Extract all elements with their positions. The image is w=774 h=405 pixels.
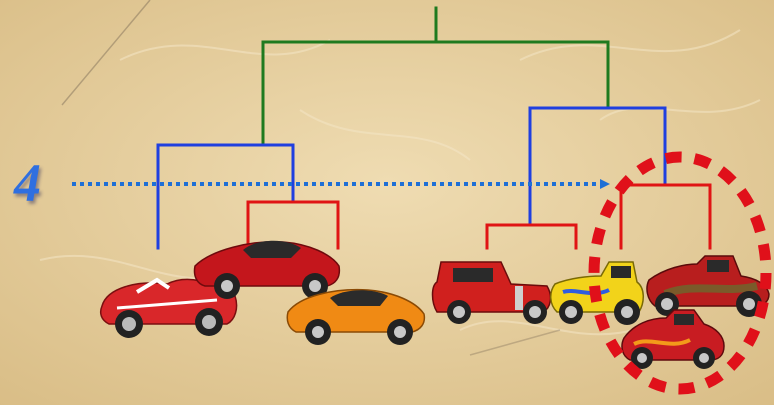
- red-brown-hot-rod-icon: [646, 255, 770, 317]
- cut-level-label: 4: [14, 153, 41, 213]
- paper-fiber: [61, 0, 151, 106]
- paper-texture: [39, 29, 761, 336]
- paper-fiber: [469, 329, 561, 356]
- red-hot-rod-sedan-icon: [431, 261, 552, 324]
- highlighted-cluster-circle: [588, 151, 772, 395]
- red-sports-coupe-car-icon: [193, 240, 341, 299]
- red-custom-coupe-icon: [621, 309, 725, 369]
- orange-sports-car-icon: [286, 288, 426, 345]
- dendrogram-links: [156, 6, 712, 250]
